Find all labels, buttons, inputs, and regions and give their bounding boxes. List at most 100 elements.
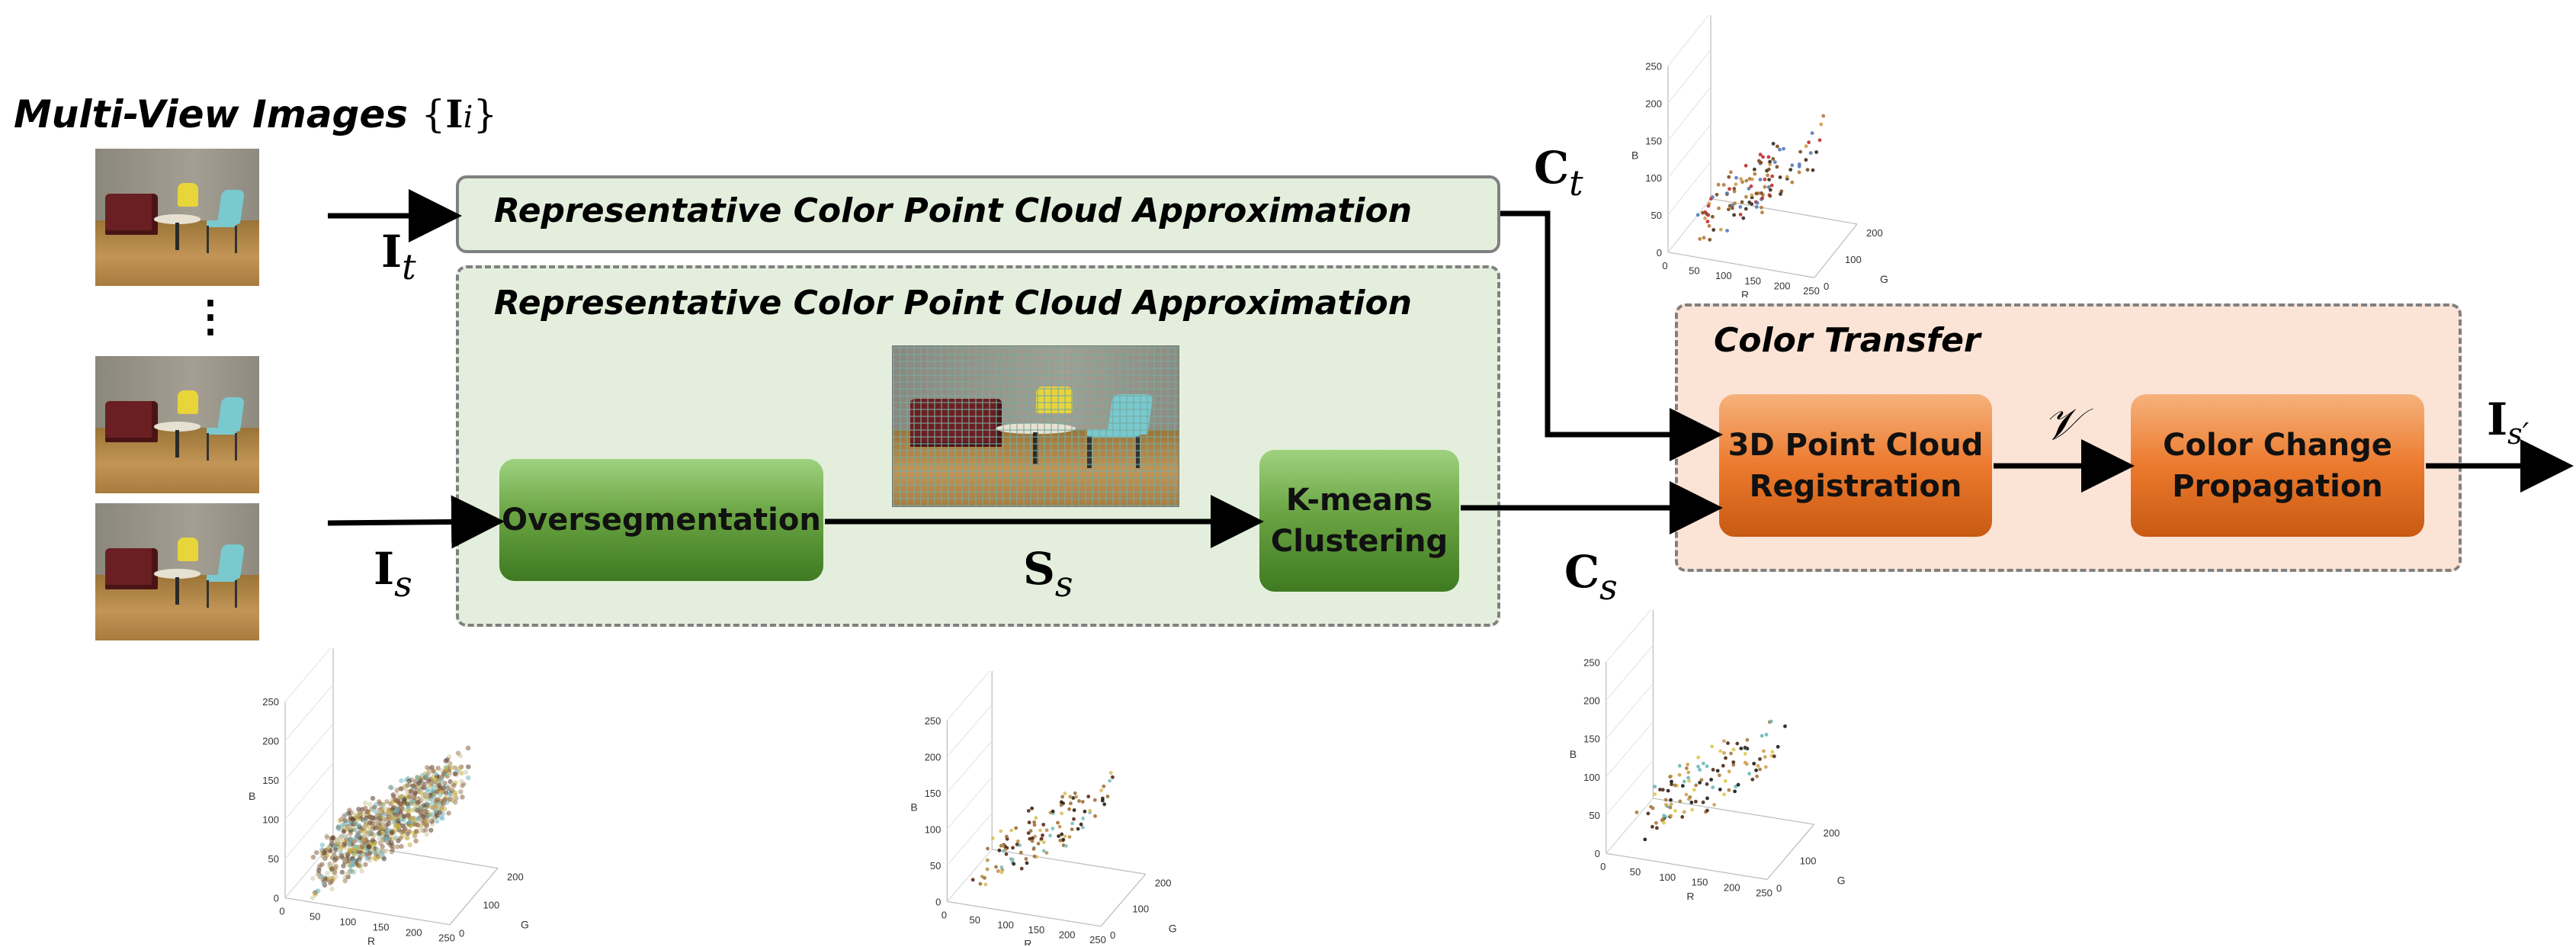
- cloud-point: [431, 794, 437, 800]
- cloud-point: [407, 819, 413, 825]
- cloud-point: [1727, 175, 1731, 179]
- cloud-point: [1686, 762, 1690, 767]
- cloud-point: [325, 834, 330, 840]
- z-tick-label: 250: [262, 696, 279, 708]
- cloud-point: [399, 778, 404, 784]
- cloud-point: [406, 778, 412, 784]
- cloud-point: [420, 814, 426, 819]
- cloud-point: [1696, 756, 1701, 759]
- cloud-point: [1745, 738, 1750, 742]
- z-axis-label: B: [1631, 149, 1638, 162]
- cloud-point: [1760, 210, 1764, 215]
- cloud-point: [406, 809, 411, 814]
- cloud-point: [1070, 827, 1074, 832]
- cloud-point: [1012, 862, 1016, 866]
- y-axis-label: G: [1837, 874, 1846, 886]
- cloud-point: [1059, 803, 1063, 807]
- registration-label-line2: Registration: [1749, 468, 1962, 504]
- cloud-point: [319, 862, 325, 867]
- x-tick-label: 250: [438, 933, 455, 944]
- cloud-point: [370, 795, 376, 801]
- cloud-point: [1653, 785, 1657, 789]
- cloud-point: [333, 864, 338, 869]
- cloud-point: [1722, 739, 1726, 743]
- cloud-point: [978, 881, 983, 886]
- cloud-point: [1694, 783, 1699, 788]
- cloud-point: [1673, 809, 1677, 813]
- cloud-point: [1071, 796, 1076, 800]
- registration-label-line1: 3D Point Cloud: [1727, 427, 1984, 463]
- cloud-point: [321, 856, 327, 861]
- cloud-point: [1655, 826, 1659, 830]
- cloud-point: [424, 774, 430, 779]
- cloud-point: [452, 771, 457, 777]
- x-tick-label: 200: [1724, 882, 1740, 894]
- cloud-point: [1753, 172, 1757, 176]
- cloud-point: [1057, 834, 1060, 838]
- cloud-point: [1727, 788, 1731, 792]
- cloud-point: [1076, 827, 1080, 831]
- cloud-point: [384, 799, 390, 804]
- x-axis-label: R: [1741, 288, 1749, 297]
- cloud-point: [1752, 762, 1756, 766]
- cloud-point: [1775, 165, 1779, 169]
- cloud-point: [404, 789, 409, 795]
- cloud-point: [424, 823, 429, 829]
- cloud-point: [390, 846, 396, 852]
- cloud-point: [1759, 160, 1763, 165]
- cloud-point: [1668, 775, 1673, 779]
- cloud-point: [1653, 792, 1657, 796]
- cloud-point: [1068, 795, 1073, 799]
- cloud-point: [441, 798, 448, 803]
- figure-title: Multi-View Images {Ii}: [14, 91, 497, 136]
- cloud-point: [1041, 840, 1046, 844]
- cloud-point: [405, 801, 410, 807]
- cloud-point: [1033, 834, 1037, 839]
- cloud-point: [1819, 122, 1824, 127]
- cloud-point: [1817, 138, 1822, 143]
- cloud-point: [1769, 719, 1773, 724]
- cloud-point: [970, 878, 975, 882]
- cloud-point: [1063, 844, 1068, 848]
- cloud-point: [1686, 770, 1691, 775]
- cloud-point: [1041, 823, 1046, 827]
- cloud-point: [382, 805, 387, 811]
- cloud-point: [393, 797, 398, 803]
- cloud-point: [415, 822, 420, 828]
- z-tick-label: 50: [1651, 210, 1662, 221]
- cloud-point: [1705, 782, 1709, 786]
- cloud-point: [345, 833, 351, 839]
- cloud-point: [1766, 185, 1771, 189]
- cloud-point: [1663, 798, 1668, 802]
- cloud-point: [422, 781, 427, 787]
- cloud-point: [1028, 836, 1032, 841]
- cloud-point: [1074, 795, 1078, 799]
- cloud-point: [310, 895, 316, 900]
- cloud-point: [310, 855, 316, 860]
- cloud-point: [1747, 177, 1752, 181]
- x-tick-label: 200: [1774, 280, 1791, 291]
- cloud-point: [379, 837, 384, 843]
- cloud-point: [394, 788, 399, 793]
- cloud-point: [383, 848, 389, 854]
- cloud-point: [419, 790, 425, 795]
- cloud-point: [380, 812, 386, 818]
- cloud-point: [1026, 831, 1031, 835]
- z-axis-label: B: [910, 801, 917, 814]
- cloud-point: [1677, 772, 1682, 777]
- cloud-point: [332, 870, 338, 875]
- cloud-point: [1724, 756, 1727, 760]
- cloud-point: [1739, 177, 1743, 181]
- kmeans-label-line1: K-means: [1285, 483, 1433, 518]
- cloud-point: [1744, 194, 1748, 199]
- cloud-point: [1712, 803, 1716, 807]
- cloud-point: [419, 809, 424, 814]
- cloud-point: [395, 807, 400, 812]
- z-tick-label: 0: [274, 893, 279, 904]
- cloud-point: [341, 829, 347, 834]
- cloud-point: [1044, 828, 1049, 833]
- cloud-point: [425, 801, 430, 807]
- z-tick-label: 150: [262, 775, 279, 786]
- cloud-point: [1032, 820, 1036, 824]
